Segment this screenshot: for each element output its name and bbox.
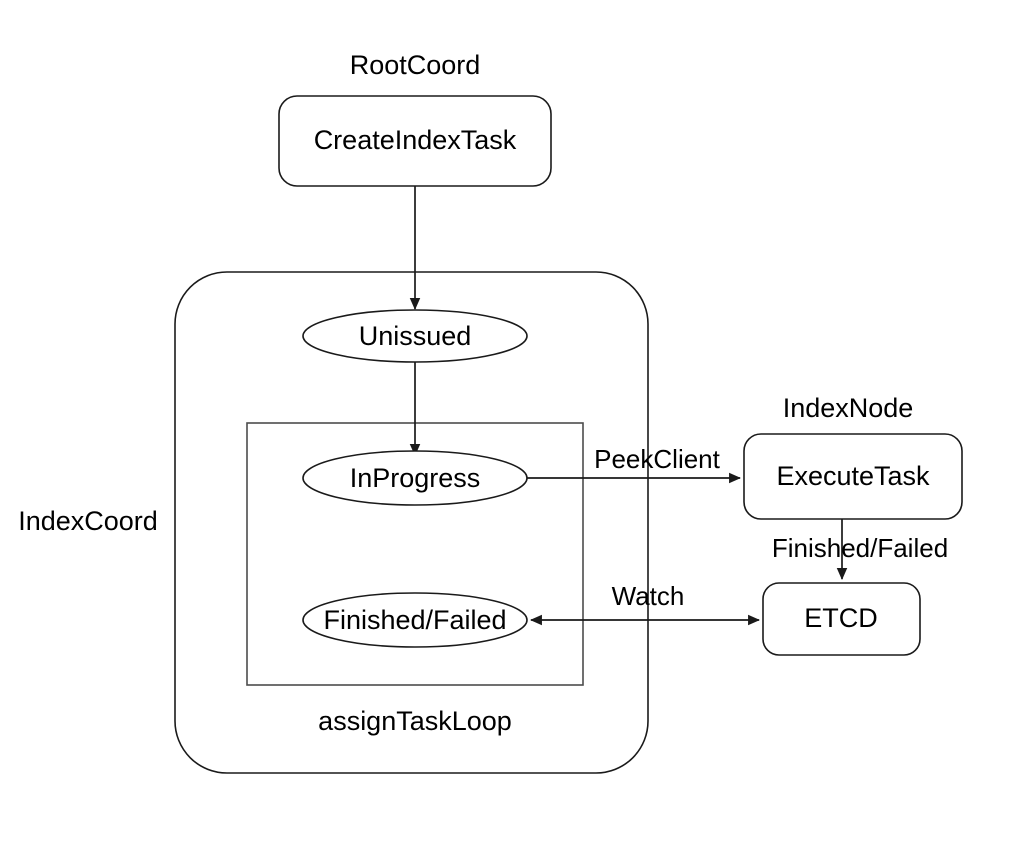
node-etcd-shape [762,582,921,656]
edge-label-watch: Watch [612,581,685,611]
edge-label-finished-failed: Finished/Failed [772,533,948,563]
node-unissued-shape [302,309,528,363]
node-execute-task-label: ExecuteTask [776,461,930,491]
node-unissued[interactable]: Unissued [302,309,528,363]
node-etcd-label: ETCD [804,603,878,633]
group-label-rootcoord: RootCoord [350,50,481,80]
node-inprogress-shape [302,450,528,506]
group-indexcoord-container [174,271,649,774]
node-finished-failed-state-shape [302,592,528,648]
group-label-indexcoord: IndexCoord [18,506,158,536]
edge-label-peekclient: PeekClient [594,444,721,474]
node-inprogress[interactable]: InProgress [302,450,528,506]
node-execute-task-shape [743,433,963,520]
node-create-index-task-shape [278,95,552,187]
node-etcd[interactable]: ETCD [762,582,921,656]
node-finished-failed-state[interactable]: Finished/Failed [302,592,528,648]
group-label-assigntaskloop: assignTaskLoop [318,706,512,736]
node-create-index-task[interactable]: CreateIndexTask [278,95,552,187]
node-execute-task[interactable]: ExecuteTask [743,433,963,520]
node-create-index-task-label: CreateIndexTask [314,125,517,155]
node-unissued-label: Unissued [359,321,472,351]
node-finished-failed-state-label: Finished/Failed [323,605,506,635]
node-inprogress-label: InProgress [350,463,481,493]
group-label-indexnode: IndexNode [783,393,914,423]
